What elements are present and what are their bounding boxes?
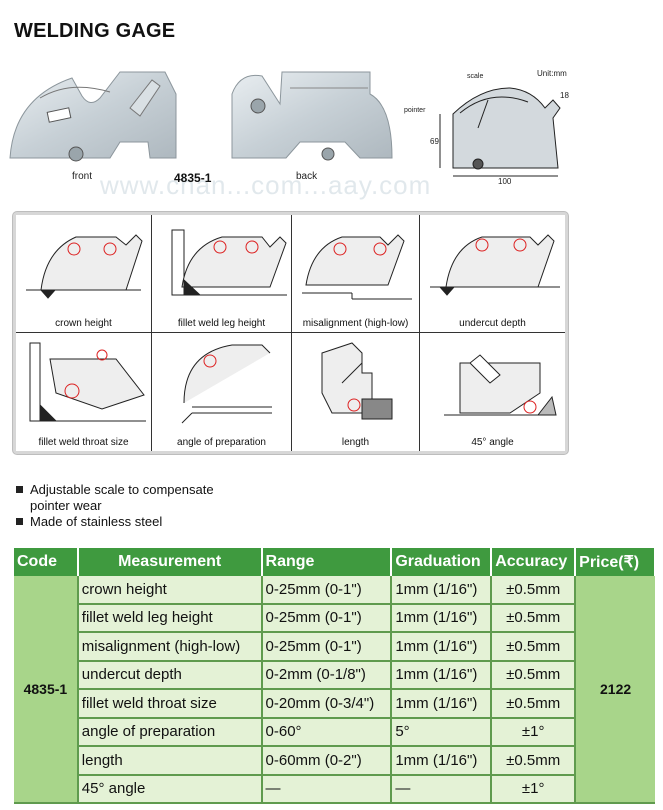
product-photos: scale Unit:mm pointer 69 100 18 bbox=[9, 69, 569, 186]
feature-item: Adjustable scale to compensate pointer w… bbox=[14, 482, 250, 514]
app-caption: length bbox=[341, 437, 370, 448]
accuracy-cell: ±1° bbox=[491, 774, 577, 804]
dimension-diagram bbox=[439, 87, 561, 177]
accuracy-cell: ±0.5mm bbox=[491, 689, 577, 719]
app-fillet-leg: fillet weld leg height bbox=[152, 215, 292, 333]
app-caption: crown height bbox=[55, 318, 112, 329]
code-cell: 4835-1 bbox=[14, 576, 79, 804]
undercut-diagram bbox=[430, 234, 560, 296]
angle-prep-diagram bbox=[181, 344, 272, 424]
app-caption: fillet weld throat size bbox=[38, 437, 129, 448]
spec-table: Code Measurement Range Graduation Accura… bbox=[14, 548, 656, 804]
back-label: back bbox=[296, 171, 318, 182]
app-undercut: undercut depth bbox=[420, 215, 565, 333]
pointer-callout: pointer bbox=[404, 107, 426, 114]
accuracy-cell: ±1° bbox=[491, 717, 577, 747]
graduation-cell: 1mm (1/16") bbox=[391, 576, 493, 605]
page-title: WELDING GAGE bbox=[14, 20, 176, 42]
misalignment-diagram bbox=[302, 234, 412, 300]
watermark: www.chan...com...aay.com bbox=[100, 170, 432, 200]
back-gauge-photo bbox=[231, 71, 393, 161]
app-caption: undercut depth bbox=[459, 318, 526, 329]
feature-text: Made of stainless steel bbox=[30, 514, 163, 529]
fillet-leg-diagram bbox=[171, 229, 287, 296]
graduation-cell: 5° bbox=[391, 717, 493, 747]
measurement-cell: fillet weld throat size bbox=[77, 689, 263, 719]
square-bullet-icon bbox=[16, 518, 23, 525]
front-label: front bbox=[72, 171, 93, 182]
app-throat: fillet weld throat size bbox=[16, 333, 152, 451]
measurement-cell: 45° angle bbox=[77, 774, 263, 804]
table-row: undercut depth 0-2mm (0-1/8") 1mm (1/16"… bbox=[14, 660, 655, 690]
range-cell: 0-25mm (0-1") bbox=[261, 632, 393, 662]
measurement-cell: fillet weld leg height bbox=[77, 603, 263, 633]
table-row: 4835-1 crown height 0-25mm (0-1") 1mm (1… bbox=[14, 576, 655, 804]
app-crown-height: crown height bbox=[16, 215, 152, 333]
header-measurement: Measurement bbox=[77, 548, 263, 576]
app-misalignment: misalignment (high-low) bbox=[292, 215, 420, 333]
measurement-cell: angle of preparation bbox=[77, 717, 263, 747]
feature-item: Made of stainless steel bbox=[14, 514, 250, 530]
header-code: Code bbox=[14, 548, 79, 576]
unit-note: Unit:mm bbox=[537, 69, 567, 78]
range-cell: 0-2mm (0-1/8") bbox=[261, 660, 393, 690]
range-cell: 0-25mm (0-1") bbox=[261, 576, 393, 605]
dim-height: 69 bbox=[430, 137, 439, 146]
price-cell: 2122 bbox=[575, 576, 655, 804]
table-row: fillet weld leg height 0-25mm (0-1") 1mm… bbox=[14, 603, 655, 633]
app-angle-prep: angle of preparation bbox=[152, 333, 292, 451]
accuracy-cell: ±0.5mm bbox=[491, 632, 577, 662]
model-number: 4835-1 bbox=[174, 171, 212, 185]
app-caption: fillet weld leg height bbox=[177, 318, 266, 329]
app-length: length bbox=[292, 333, 420, 451]
graduation-cell: 1mm (1/16") bbox=[391, 603, 493, 633]
range-cell: — bbox=[261, 774, 393, 804]
measurement-cell: crown height bbox=[77, 576, 263, 605]
angle-45-diagram bbox=[444, 354, 557, 416]
scale-callout: scale bbox=[467, 73, 483, 80]
range-cell: 0-25mm (0-1") bbox=[261, 603, 393, 633]
dim-width: 100 bbox=[498, 177, 512, 186]
header-accuracy: Accuracy bbox=[491, 548, 577, 576]
accuracy-cell: ±0.5mm bbox=[491, 660, 577, 690]
length-diagram bbox=[321, 342, 393, 420]
range-cell: 0-60° bbox=[261, 717, 393, 747]
dim-side: 18 bbox=[560, 91, 569, 100]
graduation-cell: — bbox=[391, 774, 493, 804]
measurement-cell: undercut depth bbox=[77, 660, 263, 690]
app-caption: 45° angle bbox=[471, 437, 514, 448]
graduation-cell: 1mm (1/16") bbox=[391, 660, 493, 690]
header-graduation: Graduation bbox=[391, 548, 493, 576]
feature-list: Adjustable scale to compensate pointer w… bbox=[14, 482, 250, 530]
accuracy-cell: ±0.5mm bbox=[491, 603, 577, 633]
measurement-cell: length bbox=[77, 746, 263, 776]
front-gauge-photo bbox=[9, 71, 177, 162]
app-caption: misalignment (high-low) bbox=[302, 318, 409, 329]
app-45-angle: 45° angle bbox=[420, 333, 565, 451]
table-row: fillet weld throat size 0-20mm (0-3/4") … bbox=[14, 689, 655, 719]
product-images: scale Unit:mm pointer 69 100 18 www.chan… bbox=[0, 58, 663, 200]
measurement-cell: misalignment (high-low) bbox=[77, 632, 263, 662]
throat-diagram bbox=[29, 342, 146, 422]
graduation-cell: 1mm (1/16") bbox=[391, 632, 493, 662]
header-price: Price(₹) bbox=[575, 548, 656, 576]
header-range: Range bbox=[261, 548, 393, 576]
table-row: misalignment (high-low) 0-25mm (0-1") 1m… bbox=[14, 632, 655, 662]
range-cell: 0-60mm (0-2") bbox=[261, 746, 393, 776]
application-panel: crown height fillet weld leg height misa… bbox=[12, 211, 569, 455]
range-cell: 0-20mm (0-3/4") bbox=[261, 689, 393, 719]
table-row: angle of preparation 0-60° 5° ±1° bbox=[14, 717, 655, 747]
square-bullet-icon bbox=[16, 486, 23, 493]
graduation-cell: 1mm (1/16") bbox=[391, 746, 493, 776]
table-header-row: Code Measurement Range Graduation Accura… bbox=[14, 548, 656, 576]
table-row: 45° angle — — ±1° bbox=[14, 774, 655, 804]
graduation-cell: 1mm (1/16") bbox=[391, 689, 493, 719]
feature-text: Adjustable scale to compensate pointer w… bbox=[30, 482, 214, 513]
crown-height-diagram bbox=[26, 234, 143, 299]
table-row: length 0-60mm (0-2") 1mm (1/16") ±0.5mm bbox=[14, 746, 655, 776]
app-caption: angle of preparation bbox=[177, 437, 266, 448]
accuracy-cell: ±0.5mm bbox=[491, 576, 577, 605]
accuracy-cell: ±0.5mm bbox=[491, 746, 577, 776]
